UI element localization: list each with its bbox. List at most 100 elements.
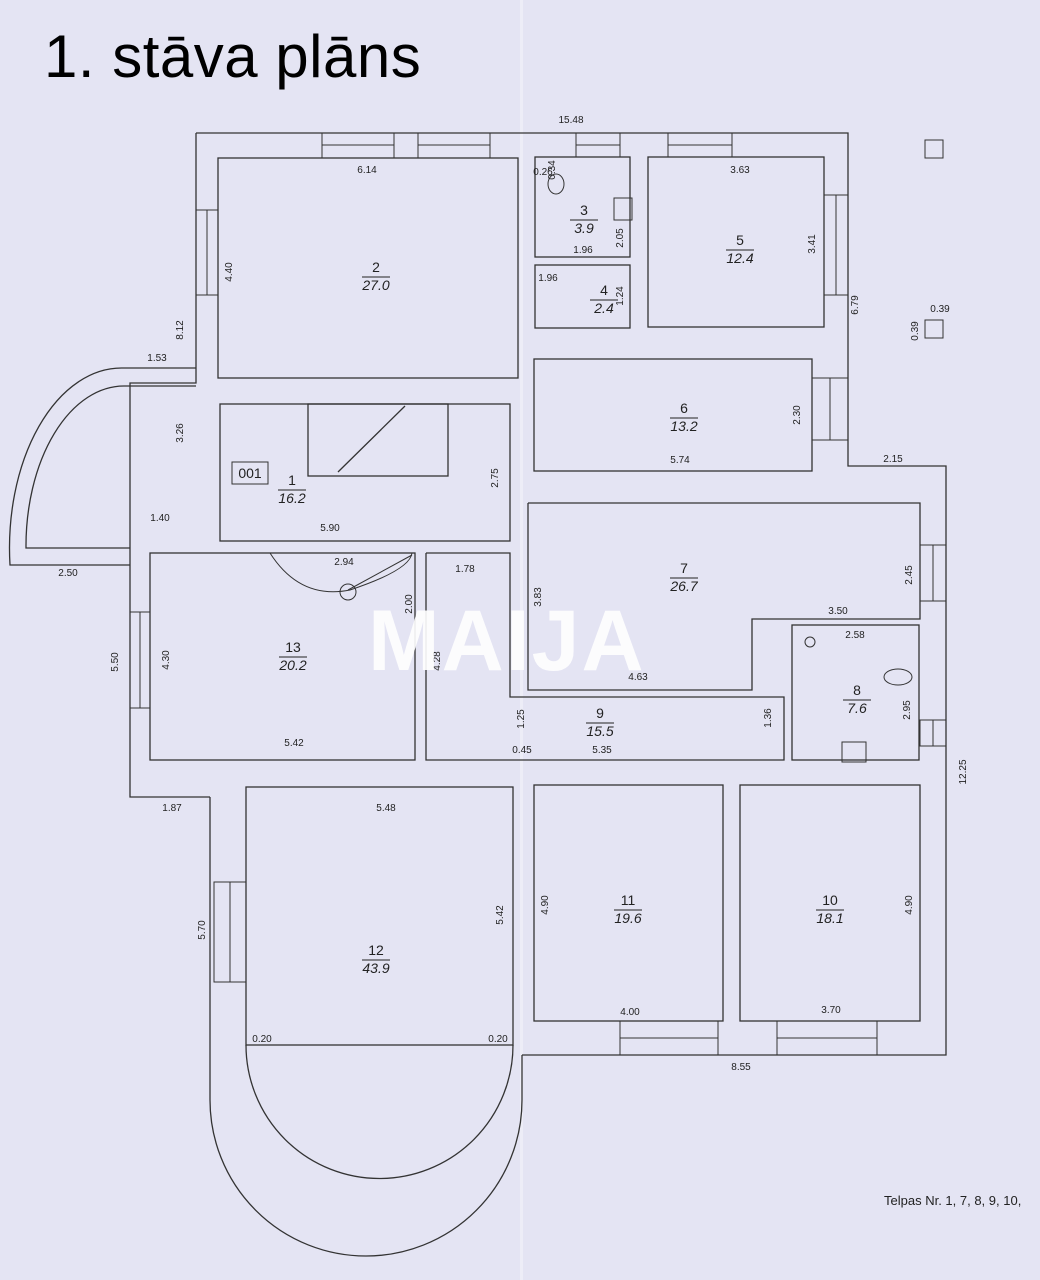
shower-room-3 — [613, 197, 633, 221]
dimension-label: 0.39 — [910, 321, 921, 341]
dimension-label: 3.63 — [730, 165, 750, 176]
room-number: 11 — [621, 892, 636, 908]
dimension-label: 4.90 — [540, 895, 551, 915]
dimension-label: 6.79 — [850, 295, 861, 315]
terrace-inner — [25, 385, 196, 549]
dimension-label: 2.15 — [883, 454, 903, 465]
outer-wall — [129, 133, 210, 798]
dimension-label: 5.42 — [495, 905, 506, 925]
room-area: 43.9 — [362, 960, 389, 976]
dimension-label: 2.50 — [58, 568, 78, 579]
room-number: 12 — [368, 942, 384, 958]
room-area: 3.9 — [574, 220, 594, 236]
room-area: 13.2 — [670, 418, 697, 434]
room-area: 15.5 — [586, 723, 613, 739]
room-number: 7 — [680, 560, 688, 576]
room-number: 8 — [853, 682, 861, 698]
dimension-label: 1.25 — [516, 709, 527, 729]
room-area: 20.2 — [278, 657, 306, 673]
room-9-outline — [425, 552, 785, 761]
dimension-label: 5.48 — [376, 803, 396, 814]
code-box — [231, 461, 269, 485]
dimension-label: 1.53 — [147, 353, 167, 364]
room-area: 26.7 — [669, 578, 698, 594]
dimension-label: 1.40 — [150, 513, 170, 524]
dimension-label: 3.26 — [175, 423, 186, 443]
dimension-label: 0.20 — [252, 1034, 272, 1045]
footnote: Telpas Nr. 1, 7, 8, 9, 10, — [884, 1193, 1022, 1208]
dimension-label: 2.95 — [902, 700, 913, 720]
room-number: 9 — [596, 705, 604, 721]
room-number: 6 — [680, 400, 688, 416]
room-number: 1 — [288, 472, 296, 488]
page-title: 1. stāva plāns — [44, 23, 422, 90]
dimension-label: 5.50 — [110, 652, 121, 672]
dimension-label: 2.58 — [845, 630, 865, 641]
dimension-label: 0.20 — [488, 1034, 508, 1045]
terrace-wall — [8, 367, 196, 566]
room-area: 18.1 — [816, 910, 843, 926]
dimension-label: 5.42 — [284, 738, 304, 749]
toilet-room-8 — [883, 668, 913, 686]
dimension-label: 4.40 — [224, 262, 235, 282]
dimension-label: 3.50 — [828, 606, 848, 617]
shower-room-8 — [841, 741, 867, 763]
dimension-label: 8.55 — [731, 1062, 751, 1073]
room-number: 3 — [580, 202, 588, 218]
paper-fold — [520, 0, 523, 1280]
dimension-label: 1.36 — [763, 708, 774, 728]
room-1-outline — [219, 403, 511, 542]
dimension-label: 2.00 — [404, 594, 415, 614]
bay-window-wall — [209, 1099, 523, 1257]
dimension-label: 3.70 — [821, 1005, 841, 1016]
dimension-label: 2.30 — [792, 405, 803, 425]
dimension-label: 1.96 — [573, 245, 593, 256]
dimension-label: 4.90 — [904, 895, 915, 915]
room-4-outline — [534, 264, 631, 329]
room-number: 13 — [285, 639, 301, 655]
dimension-label: 6.14 — [357, 165, 377, 176]
bay-window-inner — [245, 1044, 514, 1180]
room-12-outline — [245, 786, 514, 1046]
room-number: 4 — [600, 282, 608, 298]
dimension-label: 1.24 — [615, 286, 626, 306]
dimension-label: 2.94 — [334, 557, 354, 568]
sink-room-8 — [804, 636, 816, 648]
watermark-logo: MAIJA — [368, 593, 646, 689]
code-label: 001 — [238, 465, 262, 481]
dimension-label: 5.90 — [320, 523, 340, 534]
dimension-label: 5.70 — [197, 920, 208, 940]
room-number: 2 — [372, 259, 380, 275]
dimension-label: 0.34 — [547, 160, 558, 180]
room-area: 16.2 — [278, 490, 305, 506]
room-number: 10 — [822, 892, 838, 908]
dimension-label: 3.41 — [807, 234, 818, 254]
dimension-label: 5.74 — [670, 455, 690, 466]
room-area: 7.6 — [847, 700, 867, 716]
room-area: 12.4 — [726, 250, 753, 266]
dimension-label: 12.25 — [958, 759, 969, 784]
dimension-label: 2.75 — [490, 468, 501, 488]
room-2-outline — [217, 157, 519, 379]
dimension-label: 0.45 — [512, 745, 532, 756]
dimension-label: 2.45 — [904, 565, 915, 585]
dimension-label: 4.30 — [161, 650, 172, 670]
dimension-label: 3.83 — [533, 587, 544, 607]
dimension-label: 4.63 — [628, 672, 648, 683]
room-area: 2.4 — [593, 300, 614, 316]
dimension-label: 4.28 — [432, 651, 443, 671]
dimension-label: 1.96 — [538, 273, 558, 284]
dimension-label: 4.00 — [620, 1007, 640, 1018]
dimension-label: 1.78 — [455, 564, 475, 575]
dimension-label: 15.48 — [558, 115, 583, 126]
room-7-outline — [527, 502, 921, 691]
dimension-label: 2.05 — [615, 228, 626, 248]
toilet-room-3 — [547, 173, 565, 195]
dimension-label: 1.87 — [162, 803, 182, 814]
dimension-label: 0.26 — [533, 167, 553, 178]
room-area: 27.0 — [361, 277, 389, 293]
room-area: 19.6 — [614, 910, 641, 926]
staircase — [307, 403, 449, 477]
room-number: 5 — [736, 232, 744, 248]
